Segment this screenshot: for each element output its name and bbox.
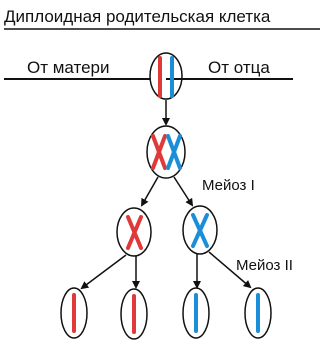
chromosome-paternal-x bbox=[191, 213, 209, 248]
cell-meiosis2-right bbox=[182, 205, 218, 255]
cell-parent bbox=[149, 52, 183, 100]
label-meiosis-2: Мейоз II bbox=[236, 257, 293, 274]
arrow-to-gamete-4 bbox=[208, 251, 252, 289]
cell-gamete-3 bbox=[182, 287, 210, 339]
diagram-title: Диплоидная родительская клетка bbox=[4, 7, 271, 26]
arrow-to-meiosis2-right bbox=[173, 176, 194, 207]
label-meiosis-1: Мейоз I bbox=[202, 177, 255, 194]
label-from-mother: От матери bbox=[27, 58, 110, 77]
chromosome-paternal-x bbox=[166, 134, 182, 170]
cell-meiosis2-left bbox=[116, 207, 152, 257]
cell-gamete-1 bbox=[60, 287, 88, 339]
cell-gamete-2 bbox=[120, 288, 148, 340]
cell-parent-membrane bbox=[149, 52, 183, 100]
arrow-to-gamete-1 bbox=[80, 254, 127, 290]
label-from-father: От отца bbox=[208, 58, 270, 77]
arrow-to-meiosis2-left bbox=[141, 176, 159, 207]
cell-meiosis1 bbox=[146, 125, 186, 179]
chromosome-maternal-x bbox=[126, 215, 143, 250]
cell-gamete-4 bbox=[244, 287, 272, 339]
cell-meiosis1-membrane bbox=[146, 125, 186, 179]
chromosome-maternal-x bbox=[151, 134, 167, 170]
